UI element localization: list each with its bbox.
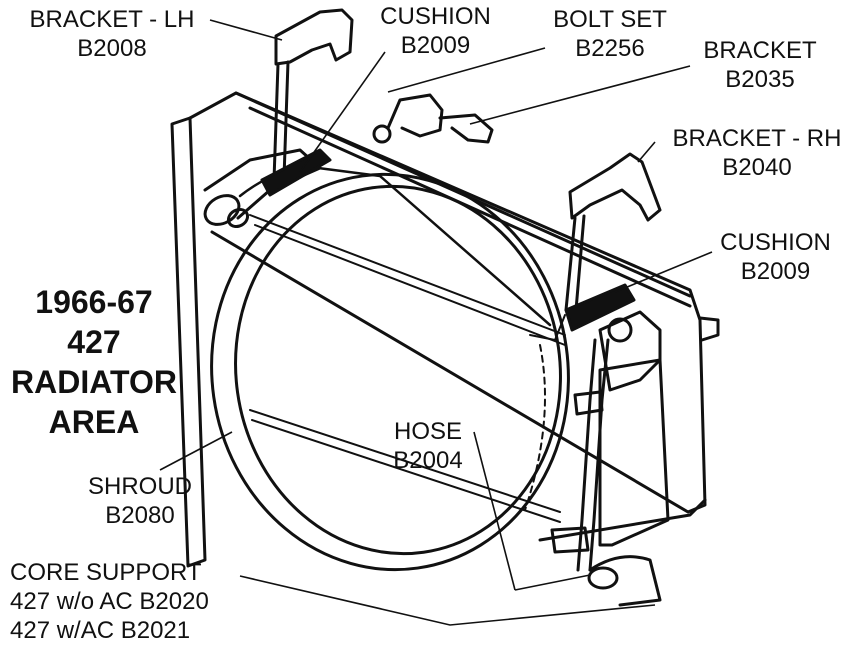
leader-core-support (239, 575, 656, 626)
leader-hose (473, 431, 516, 591)
radiator-core (249, 214, 566, 523)
diagram-title: 1966-67 427 RADIATOR AREA (0, 282, 188, 442)
label-shroud: SHROUD B2080 (87, 473, 192, 529)
title-line-2: 427 (67, 324, 121, 360)
leader-bracket (469, 65, 691, 125)
label-bracket-lh: BRACKET - LH B2008 (29, 6, 195, 62)
leader-shroud (159, 431, 233, 471)
side-tank (550, 310, 670, 607)
label-bolt-set: BOLT SET B2256 (553, 6, 667, 62)
leader-cushion-top (299, 51, 386, 173)
right-bracket-shape (564, 152, 662, 312)
cushion-side-shape (564, 283, 636, 332)
title-line-1: 1966-67 (35, 284, 153, 320)
label-cushion-top: CUSHION B2009 (380, 3, 491, 59)
title-line-3: RADIATOR (11, 364, 177, 400)
leader-hose-2 (514, 574, 591, 591)
title-line-4: AREA (48, 404, 140, 440)
left-bracket-shape (272, 8, 354, 182)
leader-bracket-lh (209, 19, 283, 41)
label-bracket-rh: BRACKET - RH B2040 (672, 125, 842, 181)
label-core-support: CORE SUPPORT 427 w/o AC B2020 427 w/AC B… (10, 559, 209, 644)
leader-cushion-side (614, 251, 713, 293)
leader-bolt-set (387, 47, 546, 93)
bolt-set-shape (372, 93, 494, 144)
label-cushion-side: CUSHION B2009 (720, 229, 831, 285)
label-hose: HOSE B2004 (393, 418, 463, 474)
cushion-top-shape (260, 148, 332, 197)
leader-lines (159, 19, 713, 626)
leader-bracket-rh (637, 141, 656, 163)
label-bracket: BRACKET B2035 (703, 37, 817, 93)
